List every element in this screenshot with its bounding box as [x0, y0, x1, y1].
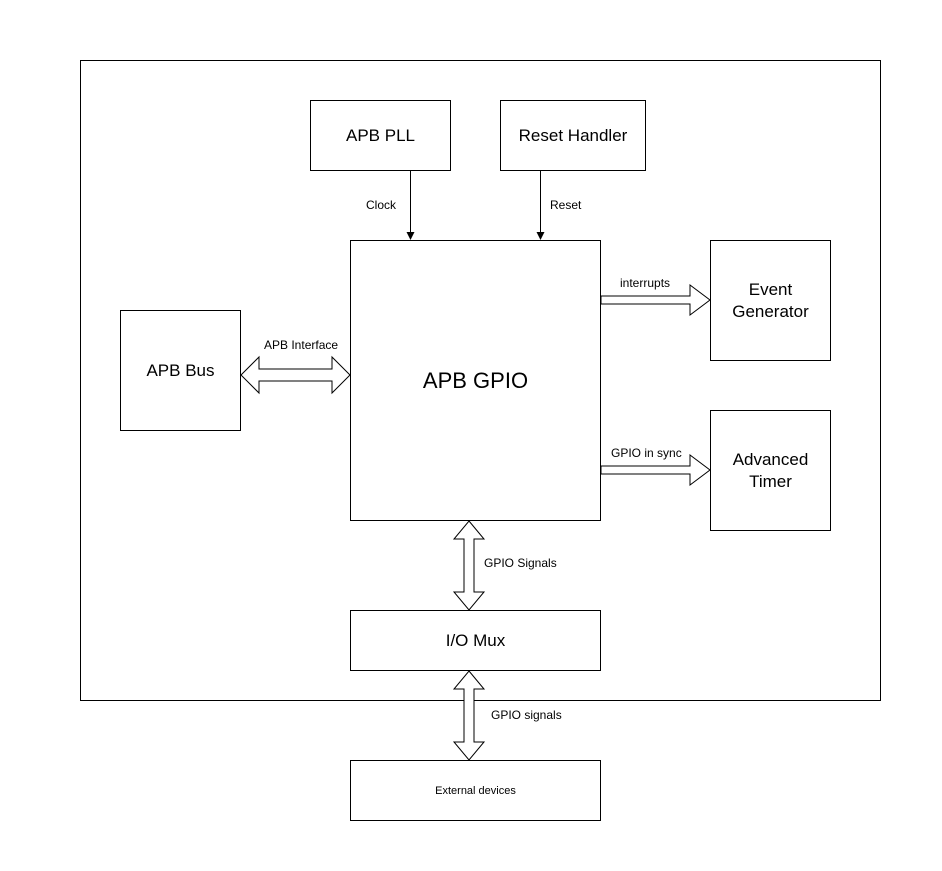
- reset-connection: Reset: [536, 171, 582, 240]
- event-generator-label-line1: Event: [749, 280, 793, 299]
- gpio-signals-upper-connection: GPIO Signals: [452, 520, 557, 611]
- gpio-in-sync-label: GPIO in sync: [611, 446, 682, 460]
- external-devices-block: External devices: [350, 760, 601, 821]
- apb-gpio-label: APB GPIO: [423, 368, 528, 393]
- io-mux-block: I/O Mux: [350, 610, 601, 671]
- advanced-timer-block: Advanced Timer: [710, 410, 831, 531]
- system-boundary: [80, 60, 881, 701]
- advanced-timer-label-line2: Timer: [749, 472, 792, 491]
- reset-handler-block: Reset Handler: [500, 100, 646, 171]
- gpio-signals-upper-label: GPIO Signals: [484, 556, 557, 570]
- interrupts-label: interrupts: [620, 276, 670, 290]
- apb-gpio-block: APB GPIO: [350, 240, 601, 521]
- event-generator-block: Event Generator: [710, 240, 831, 361]
- gpio-signals-lower-label: GPIO signals: [491, 708, 562, 722]
- clock-label: Clock: [366, 198, 397, 212]
- reset-handler-label: Reset Handler: [519, 126, 628, 145]
- external-devices-label: External devices: [435, 785, 516, 797]
- apb-bus-block: APB Bus: [120, 310, 241, 431]
- advanced-timer-label-line1: Advanced: [733, 450, 809, 469]
- gpio-in-sync-connection: GPIO in sync: [600, 446, 711, 486]
- apb-interface-label: APB Interface: [264, 338, 338, 352]
- io-mux-label: I/O Mux: [446, 631, 506, 650]
- apb-bus-label: APB Bus: [146, 361, 214, 380]
- apb-pll-block: APB PLL: [310, 100, 451, 171]
- interrupts-connection: interrupts: [600, 276, 711, 316]
- clock-connection: Clock: [366, 171, 415, 240]
- apb-pll-label: APB PLL: [346, 126, 415, 145]
- apb-interface-connection: APB Interface: [240, 338, 351, 395]
- event-generator-label-line2: Generator: [732, 302, 809, 321]
- gpio-signals-lower-connection: GPIO signals: [452, 670, 562, 761]
- reset-label: Reset: [550, 198, 582, 212]
